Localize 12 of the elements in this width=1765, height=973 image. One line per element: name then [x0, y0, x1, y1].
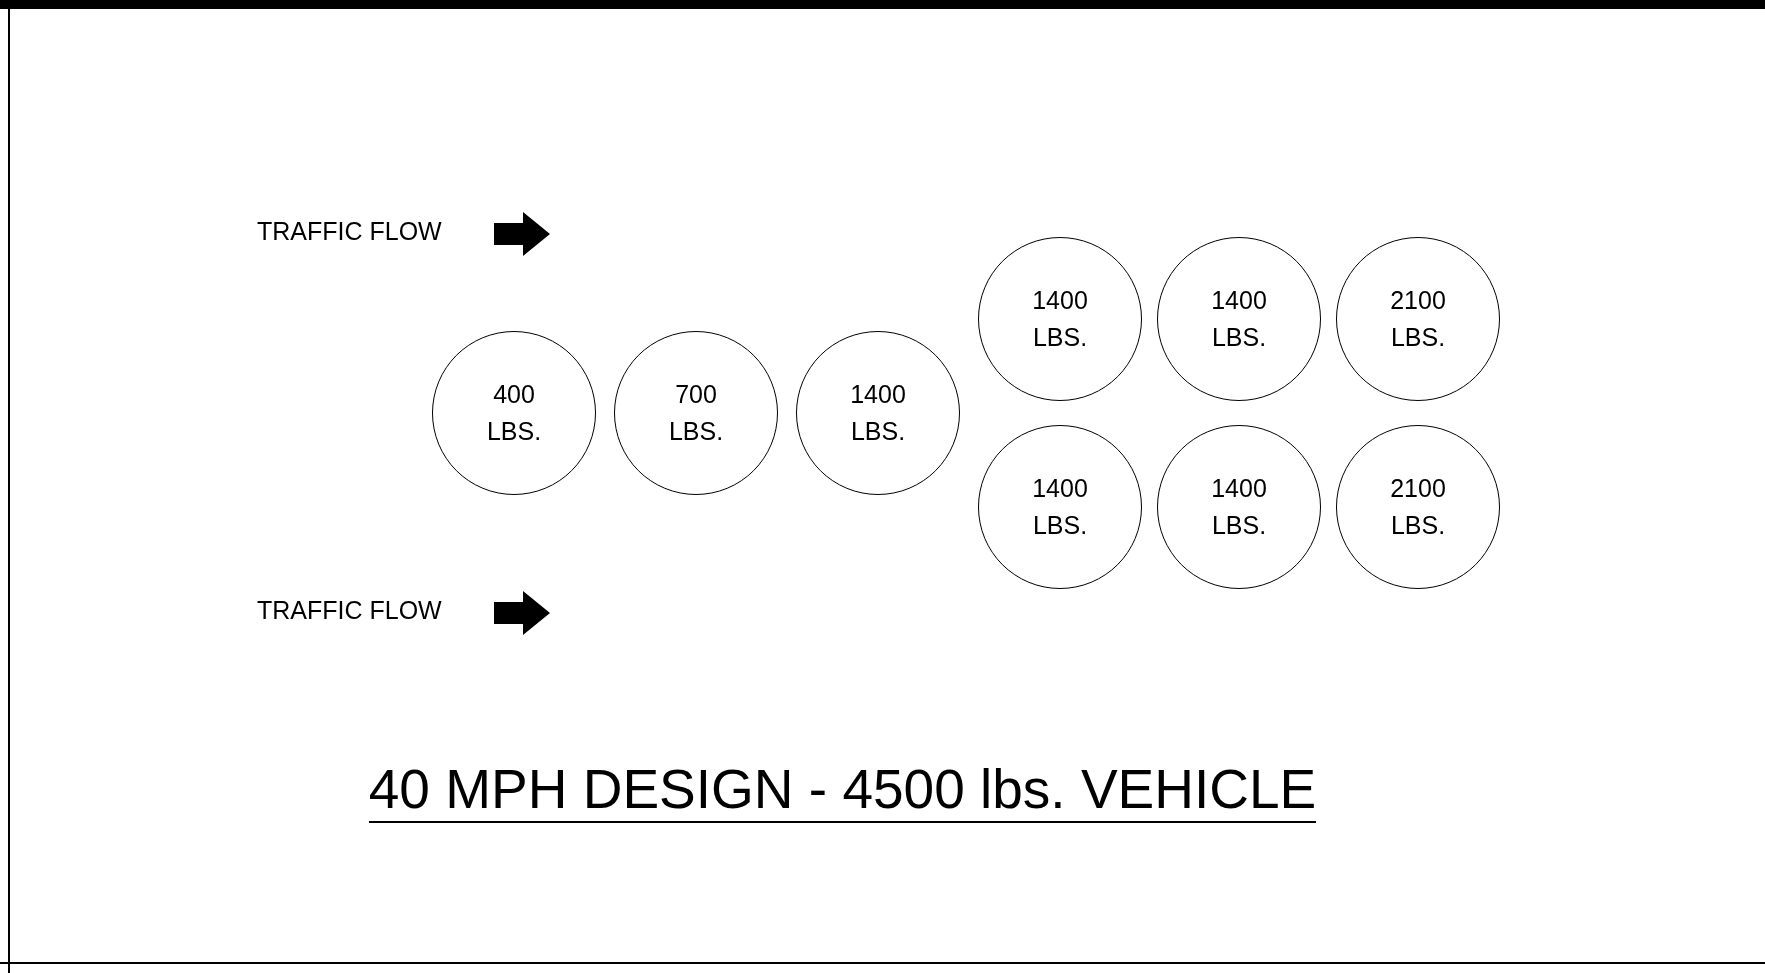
weight-label: 1400 LBS.: [1210, 473, 1268, 541]
weight-label: 1400 LBS.: [1031, 285, 1089, 353]
weight-label: 1400 LBS.: [849, 379, 907, 447]
traffic-flow-label: TRAFFIC FLOW: [257, 596, 442, 625]
diagram-title: 40 MPH DESIGN - 4500 lbs. VEHICLE: [368, 758, 1317, 823]
traffic-flow-label: TRAFFIC FLOW: [257, 217, 442, 246]
weight-label: 1400 LBS.: [1031, 473, 1089, 541]
weight-label: 700 LBS.: [667, 379, 725, 447]
weight-label: 2100 LBS.: [1389, 285, 1447, 353]
weight-label: 2100 LBS.: [1389, 473, 1447, 541]
weight-label: 1400 LBS.: [1210, 285, 1268, 353]
weight-label: 400 LBS.: [485, 379, 543, 447]
